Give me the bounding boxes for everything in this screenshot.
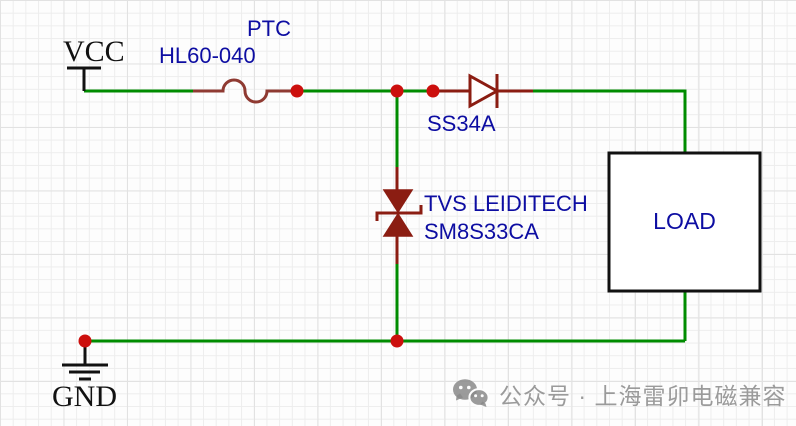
watermark-text: 公众号 · 上海雷卯电磁兼容 [499, 383, 787, 409]
ptc-part-label: HL60-040 [159, 43, 256, 68]
vcc-net-label: VCC [63, 35, 125, 68]
wechat-icon [453, 379, 490, 407]
load-label: LOAD [653, 208, 716, 234]
tvs-symbol [375, 167, 423, 264]
junction-dots [78, 84, 440, 348]
junction-dot-diode-anode [426, 84, 440, 98]
ptc-fuse-symbol [193, 78, 299, 104]
diode-symbol [433, 73, 533, 109]
wire-diode-to-load [533, 89, 687, 153]
diode-part-label: SS34A [427, 111, 496, 136]
vcc-power-symbol [67, 66, 101, 91]
tvs-label-line1: TVS LEIDITECH [424, 191, 588, 216]
tvs-label-line2: SM8S33CA [424, 219, 539, 244]
load-box [607, 151, 762, 293]
tvs-top-triangle [382, 189, 414, 214]
watermark: 公众号 · 上海雷卯电磁兼容 [452, 377, 786, 411]
junction-dot-after-fuse [290, 84, 304, 98]
ptc-type-label: PTC [247, 16, 291, 41]
tvs-bottom-triangle [382, 212, 414, 237]
wire-net [84, 89, 687, 343]
diode-triangle [468, 73, 501, 109]
junction-dot-tvs-bottom [390, 334, 404, 348]
gnd-net-label: GND [52, 380, 117, 413]
tvs-z-bar [375, 205, 423, 221]
junction-dot-tvs-top [390, 84, 404, 98]
junction-dot-gnd [78, 334, 92, 348]
